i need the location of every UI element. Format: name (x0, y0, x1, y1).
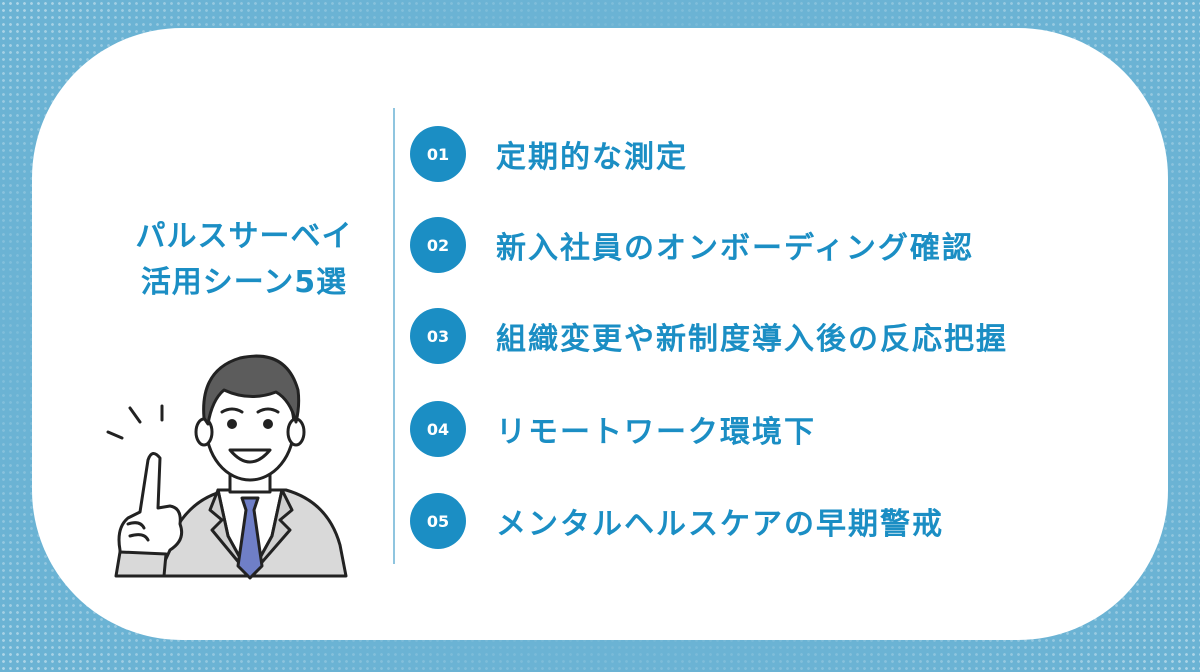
eye-right (263, 419, 273, 429)
businessman-illustration (106, 354, 348, 580)
sleeve (114, 550, 168, 578)
title-line-2: 活用シーン5選 (140, 265, 348, 300)
list-item: 01 定期的な測定 (410, 126, 688, 182)
list-item: 03 組織変更や新制度導入後の反応把握 (410, 308, 1008, 364)
lapel-left (208, 488, 252, 578)
eye-left (227, 419, 237, 429)
spark-line (106, 430, 124, 440)
number-badge: 05 (410, 493, 466, 549)
spark-line (128, 406, 142, 424)
number-badge: 04 (410, 401, 466, 457)
hair (202, 354, 301, 426)
page-title: パルスサーベイ 活用シーン5選 (94, 214, 394, 306)
item-label: 新入社員のオンボーディング確認 (496, 231, 974, 266)
finger-line (128, 533, 150, 542)
divider (393, 108, 395, 564)
lapel-right (248, 488, 294, 578)
item-label: メンタルヘルスケアの早期警戒 (496, 507, 944, 542)
mouth (228, 448, 272, 464)
finger-line (126, 521, 146, 530)
item-label: リモートワーク環境下 (496, 415, 816, 450)
title-line-1: パルスサーベイ (135, 219, 353, 254)
list-item: 02 新入社員のオンボーディング確認 (410, 217, 974, 273)
eyebrow-right (256, 407, 280, 414)
number-badge: 02 (410, 217, 466, 273)
list-item: 05 メンタルヘルスケアの早期警戒 (410, 493, 944, 549)
item-label: 定期的な測定 (496, 140, 688, 175)
item-label: 組織変更や新制度導入後の反応把握 (496, 322, 1008, 357)
list-item: 04 リモートワーク環境下 (410, 401, 816, 457)
eyebrow-left (220, 407, 244, 414)
number-badge: 03 (410, 308, 466, 364)
necktie (236, 496, 264, 580)
number-badge: 01 (410, 126, 466, 182)
raised-hand (117, 452, 184, 578)
